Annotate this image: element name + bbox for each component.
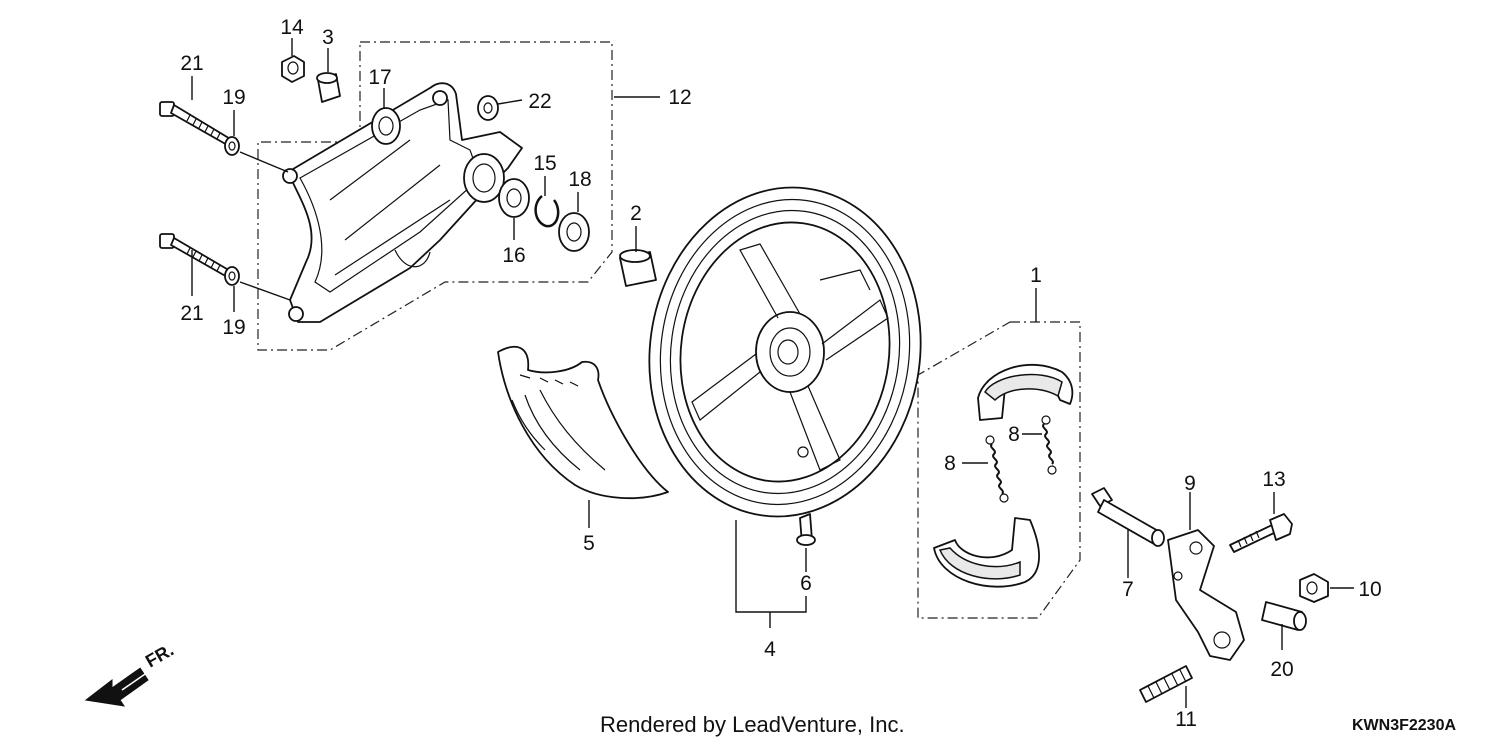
label-8-right: 8	[1008, 423, 1020, 446]
credit-text: Rendered by LeadVenture, Inc.	[600, 712, 905, 737]
label-9: 9	[1184, 472, 1196, 495]
washer-19-lower	[224, 266, 240, 286]
bolt-21-lower	[159, 233, 233, 279]
collar-22	[477, 95, 499, 121]
fr-label: FR.	[142, 640, 177, 672]
label-2: 2	[630, 202, 642, 225]
circlip-15	[534, 195, 560, 228]
brake-shoe-lower	[933, 517, 1040, 588]
label-19-upper: 19	[222, 86, 245, 109]
group-4-bracket	[735, 520, 807, 628]
label-15: 15	[533, 152, 556, 175]
bolt-13	[1229, 513, 1293, 553]
label-17: 17	[368, 66, 391, 89]
brake-arm-9	[1167, 529, 1245, 661]
spring-8-left	[985, 435, 1009, 503]
bearing-17	[371, 107, 401, 145]
swing-arm	[282, 82, 523, 323]
label-13: 13	[1262, 468, 1285, 491]
label-22: 22	[528, 90, 551, 113]
label-4: 4	[764, 638, 776, 661]
wheel-4	[648, 186, 922, 518]
nut-10	[1299, 573, 1329, 603]
label-10: 10	[1358, 578, 1381, 601]
brake-cam-7	[1091, 487, 1165, 547]
bearing-16	[498, 178, 530, 218]
seal-18	[558, 212, 590, 252]
part-labels: 1 2 3 4 5 6 7 8 8 9 10 11 12 13 14 15 16…	[180, 16, 1381, 731]
label-16: 16	[502, 244, 525, 267]
label-21-upper: 21	[180, 52, 203, 75]
diagram-code: KWN3F2230A	[1352, 717, 1456, 734]
front-direction-arrow: FR.	[84, 640, 177, 707]
fender-5	[497, 346, 669, 500]
label-5: 5	[583, 532, 595, 555]
bolt-21-upper	[159, 101, 233, 147]
label-11: 11	[1175, 708, 1197, 731]
spring-11	[1139, 665, 1193, 703]
label-8-left: 8	[944, 452, 956, 475]
spring-8-right	[1041, 415, 1057, 475]
collar-3	[316, 72, 341, 103]
label-19-lower: 19	[222, 316, 245, 339]
leader-lines	[191, 38, 1354, 708]
label-1: 1	[1030, 264, 1042, 287]
group-12-outline	[257, 41, 613, 351]
brake-shoe-upper	[977, 363, 1074, 421]
label-20: 20	[1270, 658, 1293, 681]
label-3: 3	[322, 26, 334, 49]
label-7: 7	[1122, 578, 1134, 601]
label-14: 14	[280, 16, 304, 39]
washer-19-upper	[224, 136, 240, 156]
nut-14	[281, 55, 305, 83]
valve-6	[796, 513, 816, 546]
label-6: 6	[800, 572, 812, 595]
indicator-20	[1261, 601, 1307, 631]
label-21-lower: 21	[180, 302, 203, 325]
label-12: 12	[668, 86, 691, 109]
collar-2	[619, 249, 657, 287]
label-18: 18	[568, 168, 591, 191]
